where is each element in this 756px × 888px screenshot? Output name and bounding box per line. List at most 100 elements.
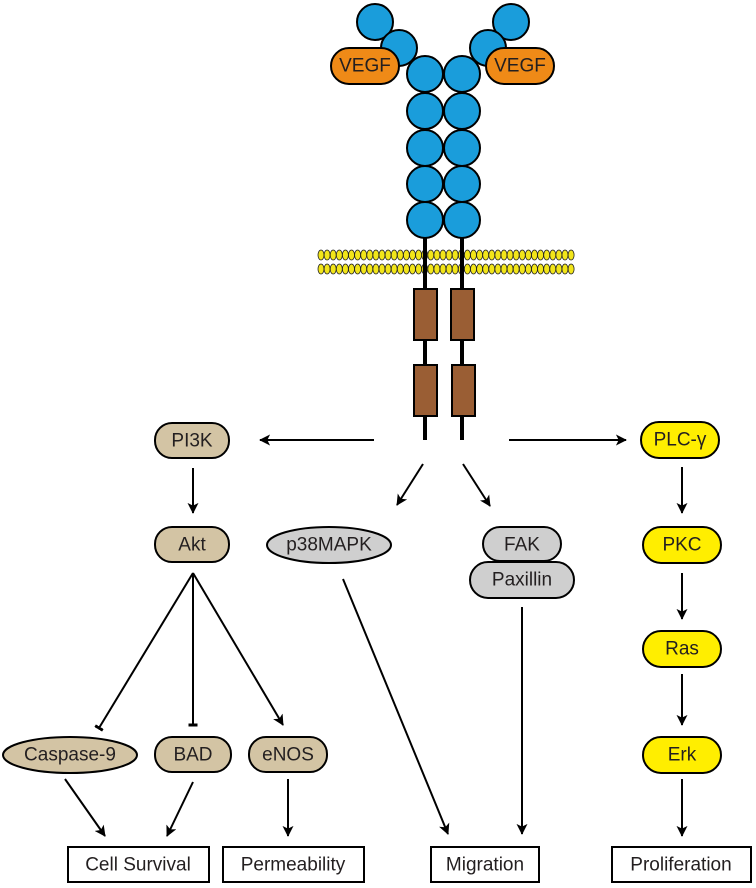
lipid-head <box>439 263 447 275</box>
svg-text:Erk: Erk <box>668 745 697 766</box>
lipid-head <box>335 263 343 275</box>
lipid-head <box>348 249 355 261</box>
lipid-head <box>451 249 459 261</box>
kinase-domain <box>451 364 476 417</box>
lipid-head <box>451 263 459 275</box>
ig-domain <box>443 55 481 93</box>
lipid-head <box>433 263 441 275</box>
lipid-head <box>433 249 441 261</box>
svg-text:Migration: Migration <box>446 855 524 876</box>
lipid-head <box>372 263 380 275</box>
lipid-head <box>341 263 349 275</box>
arrow-caspase9-survival <box>64 778 106 837</box>
lipid-head <box>494 263 502 275</box>
lipid-head <box>463 263 471 275</box>
svg-text:Proliferation: Proliferation <box>630 855 731 876</box>
ig-domain <box>406 92 444 130</box>
lipid-head <box>470 263 477 275</box>
arrow-akt-enos <box>192 572 284 726</box>
lipid-head <box>561 263 569 275</box>
lipid-head <box>360 263 368 275</box>
svg-text:PI3K: PI3K <box>171 431 213 452</box>
lipid-head <box>518 263 526 275</box>
outcome-permeability: Permeability <box>222 846 365 883</box>
lipid-head <box>415 249 423 261</box>
lipid-head <box>525 263 532 275</box>
lipid-head <box>323 263 331 275</box>
node-ras: Ras <box>642 630 722 668</box>
lipid-head <box>409 263 416 275</box>
lipid-head <box>329 249 337 261</box>
lipid-head <box>415 263 423 275</box>
ig-domain <box>443 201 481 239</box>
svg-text:p38MAPK: p38MAPK <box>286 535 372 556</box>
lipid-head <box>512 249 520 261</box>
node-pi3k: PI3K <box>154 422 230 459</box>
svg-text:eNOS: eNOS <box>262 745 314 766</box>
lipid-head <box>555 249 563 261</box>
lipid-head <box>470 249 477 261</box>
lipid-head <box>512 263 520 275</box>
svg-text:Cell Survival: Cell Survival <box>85 855 191 876</box>
lipid-head <box>354 263 362 275</box>
lipid-head <box>561 249 569 261</box>
lipid-head <box>384 249 392 261</box>
lipid-head <box>396 249 404 261</box>
ig-domains <box>356 3 530 239</box>
lipid-head <box>549 249 557 261</box>
lipid-head <box>488 263 496 275</box>
svg-text:Akt: Akt <box>178 535 206 556</box>
lipid-head <box>439 249 447 261</box>
lipid-head <box>409 249 416 261</box>
lipid-head <box>555 263 563 275</box>
lipid-head <box>531 249 538 261</box>
ig-domain <box>406 129 444 167</box>
lipid-head <box>518 249 526 261</box>
ig-domain <box>406 201 444 239</box>
node-enos: eNOS <box>248 736 328 773</box>
lipid-head <box>531 263 538 275</box>
node-akt: Akt <box>154 526 230 563</box>
arrow-bad-survival <box>166 781 194 837</box>
arrow-to-p38 <box>396 463 424 506</box>
ig-domain <box>492 3 530 41</box>
node-erk: Erk <box>642 736 722 774</box>
outcome-cell-survival: Cell Survival <box>67 846 210 883</box>
lipid-head <box>476 249 484 261</box>
kinase-domain <box>413 288 438 341</box>
lipid-head <box>427 249 435 261</box>
lipid-head <box>378 263 386 275</box>
lipid-head <box>366 263 374 275</box>
vegf-label-right: VEGF <box>494 56 546 77</box>
lipid-head <box>360 249 368 261</box>
svg-text:BAD: BAD <box>173 745 212 766</box>
lipid-head <box>402 263 410 275</box>
lipid-head <box>335 249 343 261</box>
lipid-head <box>384 263 392 275</box>
lipid-head <box>396 263 404 275</box>
lipid-head <box>348 263 355 275</box>
lipid-head <box>537 263 544 275</box>
lipid-head <box>317 263 325 275</box>
ig-domain <box>443 92 481 130</box>
kinase-domains <box>413 288 476 417</box>
lipid-head <box>494 249 502 261</box>
lipid-head <box>500 263 508 275</box>
lipid-head <box>445 263 453 275</box>
node-fak-paxillin: FAK Paxillin <box>469 526 575 599</box>
vegf-label-left: VEGF <box>339 56 391 77</box>
svg-text:Ras: Ras <box>665 639 699 660</box>
lipid-head <box>525 249 532 261</box>
lipid-head <box>378 249 386 261</box>
node-plc-gamma: PLC-γ <box>640 421 720 459</box>
lipid-head <box>506 263 514 275</box>
lipid-head <box>543 263 551 275</box>
svg-text:Caspase-9: Caspase-9 <box>24 745 116 766</box>
lipid-head <box>390 263 398 275</box>
outcome-proliferation: Proliferation <box>611 846 752 883</box>
lipid-head <box>329 263 337 275</box>
svg-text:PLC-γ: PLC-γ <box>654 430 707 451</box>
lipid-head <box>354 249 362 261</box>
ig-domain <box>443 165 481 203</box>
kinase-domain <box>413 364 438 417</box>
